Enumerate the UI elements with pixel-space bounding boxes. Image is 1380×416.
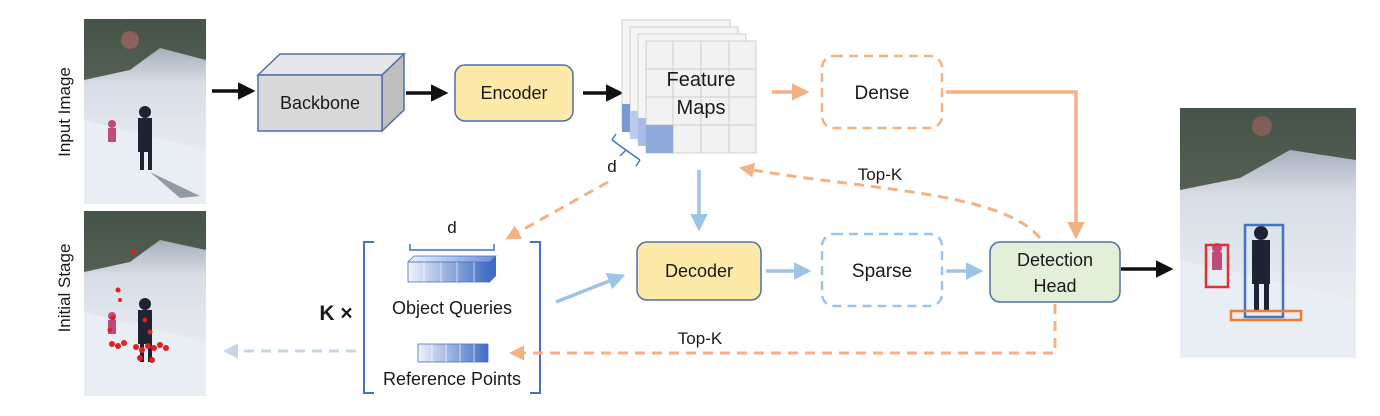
- object-queries-tensor: [407, 255, 497, 283]
- k-times-label: K ×: [319, 302, 352, 325]
- reference-points-tensor: [417, 343, 489, 363]
- sparse-label: Sparse: [852, 261, 912, 282]
- backbone-label: Backbone: [280, 93, 360, 113]
- encoder-label: Encoder: [480, 83, 547, 103]
- query-group: K × d Object Queries Reference Points: [319, 218, 541, 394]
- detection-head-label-2: Head: [1033, 276, 1076, 296]
- dense-block: Dense: [820, 54, 944, 130]
- sparse-block: Sparse: [820, 232, 944, 308]
- reference-point-markers: [107, 249, 169, 363]
- reference-points-label: Reference Points: [383, 369, 521, 389]
- bbox-orange: [1229, 309, 1303, 322]
- arrow-features-to-queries: [505, 180, 609, 240]
- detection-head-label-1: Detection: [1017, 250, 1093, 270]
- backbone-block: Backbone: [256, 52, 406, 133]
- initial-stage-label: Initial Stage: [55, 244, 74, 333]
- dense-label: Dense: [855, 83, 910, 104]
- initial-stage-photo: [84, 211, 206, 396]
- feature-maps-label-1: Feature: [667, 69, 736, 91]
- bbox-blue: [1243, 223, 1285, 319]
- topk-upper-label: Top-K: [858, 165, 903, 184]
- input-image-label: Input Image: [55, 67, 74, 157]
- queries-d-brace: [409, 244, 495, 251]
- object-queries-label: Object Queries: [392, 298, 512, 318]
- queries-d-label: d: [447, 218, 456, 237]
- decoder-block: Decoder: [636, 241, 762, 301]
- topk-lower-label: Top-K: [678, 329, 723, 348]
- arrow-dense-to-head: [946, 90, 1085, 240]
- arrow-queries-to-decoder: [555, 272, 626, 304]
- output-photo: [1180, 108, 1356, 358]
- encoder-block: Encoder: [454, 64, 574, 122]
- detection-head-block: Detection Head: [989, 241, 1121, 303]
- bbox-red: [1204, 243, 1230, 289]
- decoder-label: Decoder: [665, 261, 733, 281]
- arrow-head-to-refpoints-topk: [509, 304, 1057, 361]
- arrow-head-to-features-topk: [739, 162, 1042, 239]
- feature-maps-stack: Feature Maps d: [607, 19, 757, 176]
- feature-d-label: d: [607, 157, 616, 176]
- feature-d-brace: [611, 133, 641, 167]
- input-photo: [84, 19, 206, 204]
- feature-maps-label-2: Maps: [677, 97, 726, 119]
